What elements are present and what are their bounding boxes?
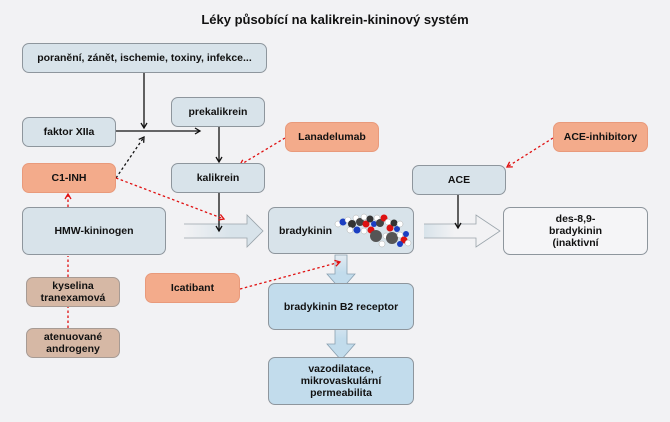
inhibit-c1inh-bradykinin [115, 177, 226, 221]
node-c1-inh: C1-INH [22, 163, 116, 193]
node-tranexamic-acid: kyselina tranexamová [26, 277, 120, 307]
inhibit-lanadelumab-kallikrein [238, 137, 286, 166]
arrow-hmw-to-bradykinin [184, 214, 264, 248]
inhibit-aceinh-ace [505, 137, 554, 168]
node-des-bradykinin: des-8,9-bradykinin (inaktivní [503, 207, 648, 255]
node-triggers: poranění, zánět, ischemie, toxiny, infek… [22, 43, 267, 73]
node-effects: vazodilatace, mikrovaskulární permeabili… [268, 357, 414, 405]
node-factor-xiia: faktor XIIa [22, 117, 116, 147]
arrow-bradykinin-to-b2 [326, 254, 356, 291]
node-prekallikrein: prekalikrein [171, 97, 265, 127]
bradykinin-molecule-image [334, 213, 412, 248]
diagram-title: Léky působící na kalikrein-kininový syst… [201, 12, 469, 27]
arrow-bradykinin-to-des [424, 214, 501, 248]
node-ace-inhibitors: ACE-inhibitory [553, 122, 648, 152]
node-kallikrein: kalikrein [171, 163, 265, 193]
node-lanadelumab: Lanadelumab [285, 122, 379, 152]
node-icatibant: Icatibant [145, 273, 240, 303]
dotted-c1inh-to-xiia [115, 135, 145, 179]
node-b2-receptor: bradykinin B2 receptor [268, 283, 414, 330]
node-ace: ACE [412, 165, 506, 195]
node-attenuated-androgens: atenuované androgeny [26, 328, 120, 358]
inhibit-icatibant-b2 [239, 259, 342, 290]
node-hmw-kininogen: HMW-kininogen [22, 207, 166, 255]
